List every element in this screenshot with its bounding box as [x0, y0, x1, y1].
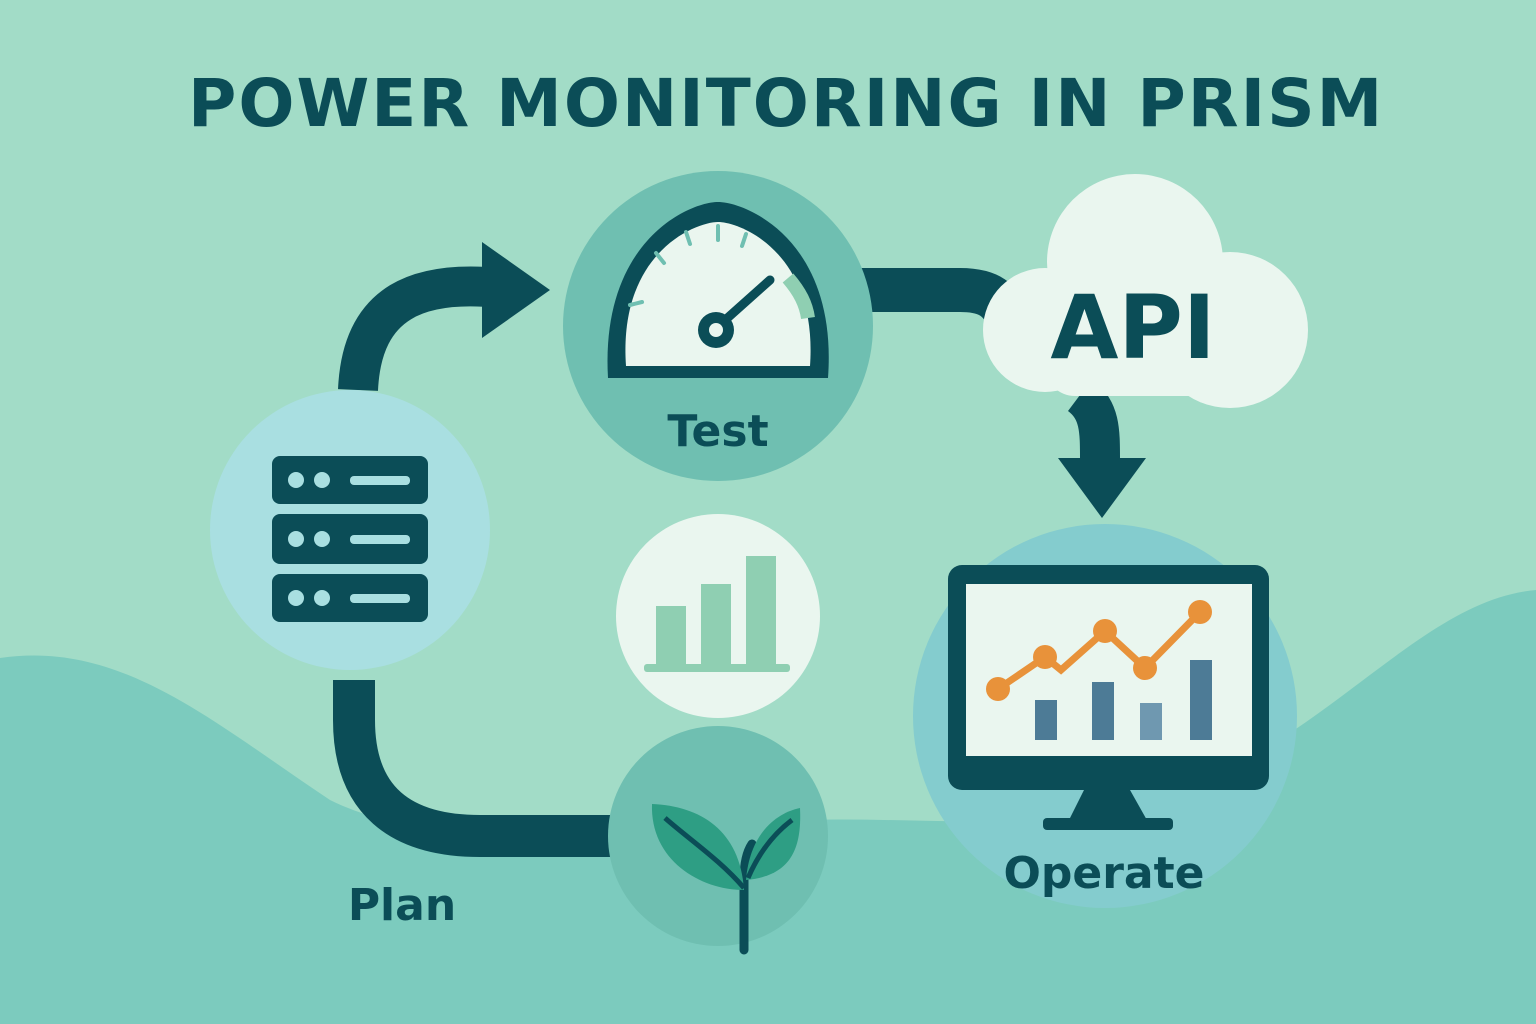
plan-label: Plan: [348, 880, 456, 931]
plan-node: [210, 390, 490, 670]
operate-node: Operate: [913, 524, 1297, 908]
server-rack-icon: [272, 456, 428, 622]
background-hill: [0, 590, 1536, 1024]
test-label: Test: [667, 406, 768, 457]
arrow-plan-to-test: [338, 242, 550, 392]
arrow-api-to-operate: [1058, 379, 1146, 518]
sprout-icon: [651, 804, 801, 955]
operate-label: Operate: [1003, 848, 1204, 899]
sprout-node: [608, 726, 828, 955]
api-label: API: [1050, 276, 1215, 379]
connector-plan-loop: [333, 680, 620, 857]
cloud-icon: [983, 174, 1308, 408]
test-node: Test: [563, 171, 873, 481]
page-title: POWER MONITORING IN PRISM: [188, 65, 1384, 142]
bar-chart-icon: [644, 556, 790, 672]
center-chart-node: [616, 514, 820, 718]
monitor-chart-icon: [948, 565, 1269, 830]
api-node: API: [983, 174, 1308, 408]
gauge-icon: [607, 202, 829, 378]
